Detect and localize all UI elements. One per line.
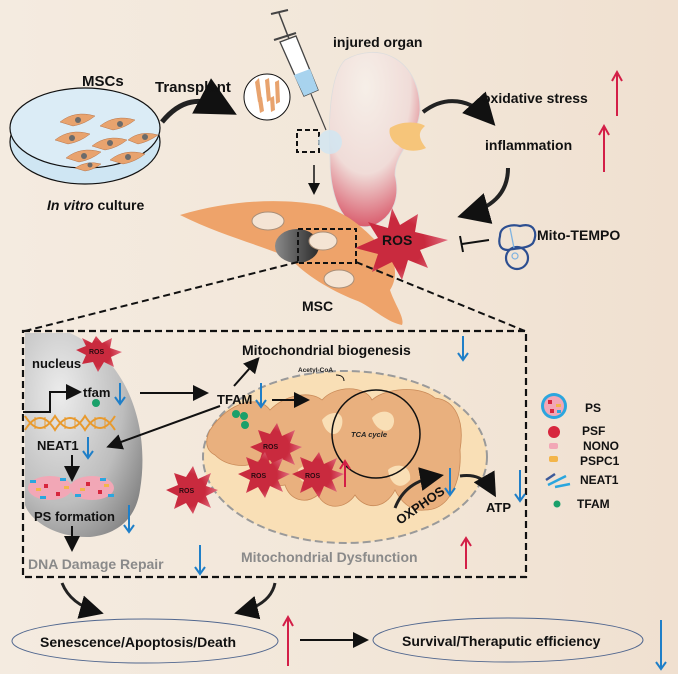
ps-formation-down-arrow bbox=[123, 505, 135, 534]
inhibition-bar bbox=[459, 235, 490, 253]
legend-neat1-label: NEAT1 bbox=[580, 473, 619, 487]
oxphos-down-arrow bbox=[444, 468, 456, 497]
msc-label: MSC bbox=[302, 298, 333, 314]
legend-pspc1-label: PSPC1 bbox=[580, 454, 620, 468]
petri-dish bbox=[9, 87, 161, 185]
oxidative-stress-up-arrow bbox=[611, 69, 623, 116]
dysfunction-up-arrow bbox=[460, 536, 472, 569]
nucleus-ros-icon bbox=[76, 336, 122, 372]
oxphos-arrow bbox=[393, 467, 444, 509]
oxphos-to-atp-arrow bbox=[459, 470, 496, 498]
transplant-label: Transplant bbox=[155, 79, 231, 96]
TFAM-to-neat1-arrow bbox=[106, 405, 221, 450]
outcome-senescence-ellipse bbox=[11, 618, 279, 664]
ros-label-4: ROS bbox=[179, 488, 195, 495]
atp-down-arrow bbox=[514, 470, 526, 503]
legend-nono-label: NONO bbox=[583, 439, 619, 453]
tca-cycle-label: TCA cycle bbox=[351, 430, 387, 439]
inflammation-label: inflammation bbox=[485, 137, 572, 153]
senescence-up-arrow bbox=[282, 614, 294, 666]
outcome-senescence-label: Senescence/Apoptosis/Death bbox=[40, 634, 236, 650]
injured-organ-kidney bbox=[318, 51, 426, 228]
acetyl-coa-connector bbox=[335, 374, 345, 382]
syringe-icon bbox=[270, 9, 327, 131]
projection-line-right bbox=[355, 261, 526, 332]
legend-pspc1-icon bbox=[549, 456, 558, 462]
msc-cell bbox=[180, 201, 403, 325]
nucleus-ros-label: ROS bbox=[89, 349, 105, 356]
neat1-label: NEAT1 bbox=[37, 438, 79, 453]
dna-repair-label: DNA Damage Repair bbox=[28, 556, 164, 572]
oxidative-stress-label: oxidative stress bbox=[482, 90, 588, 106]
tca-cycle-circle bbox=[331, 389, 421, 479]
mito-tempo-label: Mito-TEMPO bbox=[537, 227, 620, 243]
organ-to-stress-arrow bbox=[421, 91, 496, 126]
magnified-cells-circle bbox=[243, 73, 291, 121]
detail-box bbox=[21, 329, 528, 579]
TFAM-to-biogenesis-arrow bbox=[233, 357, 260, 387]
nucleus-label: nucleus bbox=[32, 356, 81, 371]
dna-repair-down-arrow bbox=[194, 545, 206, 576]
paraspeckle-cluster-icon bbox=[28, 476, 114, 500]
TFAM-dots-icon bbox=[232, 410, 249, 429]
legend-paraspeckle-icon bbox=[541, 393, 567, 419]
ros-burst-icon bbox=[166, 423, 344, 514]
mitochondria-zoom-box bbox=[297, 228, 357, 264]
neat1-down-arrow bbox=[82, 437, 94, 460]
ps-formation-label: PS formation bbox=[34, 509, 115, 524]
atp-label: ATP bbox=[486, 500, 511, 515]
legend-psf-icon bbox=[548, 426, 560, 438]
in-vitro-culture-label: In vitro culture bbox=[47, 197, 144, 213]
legend-tfam-icon bbox=[553, 500, 561, 508]
outcome-survival-ellipse bbox=[372, 617, 644, 663]
dna-helix-icon bbox=[24, 414, 116, 432]
ros-label-1: ROS bbox=[263, 444, 279, 451]
projection-line-left bbox=[24, 261, 299, 332]
ros-burst-icon bbox=[355, 208, 448, 280]
acetyl-coa-label: Acetyl-CoA bbox=[298, 367, 333, 374]
TFAM-down-arrow bbox=[255, 383, 267, 409]
legend: PS PSF NONO PSPC1 NEAT1 TFAM bbox=[541, 393, 620, 511]
biogenesis-down-arrow bbox=[457, 336, 469, 362]
tfam-gene-label: tfam bbox=[83, 385, 110, 400]
legend-nono-icon bbox=[549, 443, 558, 449]
outcome-survival-label: Survival/Theraputic efficiency bbox=[402, 633, 601, 649]
inflammation-up-arrow bbox=[598, 123, 610, 172]
legend-neat1-icon bbox=[545, 472, 571, 489]
ros-up-arrow bbox=[339, 459, 351, 487]
ros-label-2: ROS bbox=[251, 473, 267, 480]
mscs-label: MSCs bbox=[82, 73, 124, 90]
TFAM-protein-label: TFAM bbox=[217, 392, 252, 407]
legend-psf-label: PSF bbox=[582, 424, 605, 438]
tfam-dot-icon bbox=[92, 399, 100, 407]
mito-tempo-icon bbox=[498, 224, 537, 271]
transcription-arrow bbox=[23, 384, 82, 413]
injured-organ-label: injured organ bbox=[333, 34, 422, 50]
dysfunction-to-outcome-arrow bbox=[234, 582, 277, 620]
transplant-arrow bbox=[160, 78, 237, 124]
survival-down-arrow bbox=[655, 620, 667, 671]
zoom-region-box bbox=[296, 129, 320, 153]
biogenesis-label: Mitochondrial biogenesis bbox=[242, 342, 411, 358]
repair-to-outcome-arrow bbox=[60, 582, 104, 619]
legend-ps-label: PS bbox=[585, 401, 601, 415]
ros-label: ROS bbox=[382, 232, 412, 248]
inflammation-to-ros-arrow bbox=[457, 167, 510, 224]
ros-label-3: ROS bbox=[305, 473, 321, 480]
tfam-down-arrow bbox=[114, 383, 126, 406]
dysfunction-label: Mitochondrial Dysfunction bbox=[241, 549, 418, 565]
legend-tfam-label: TFAM bbox=[577, 497, 610, 511]
